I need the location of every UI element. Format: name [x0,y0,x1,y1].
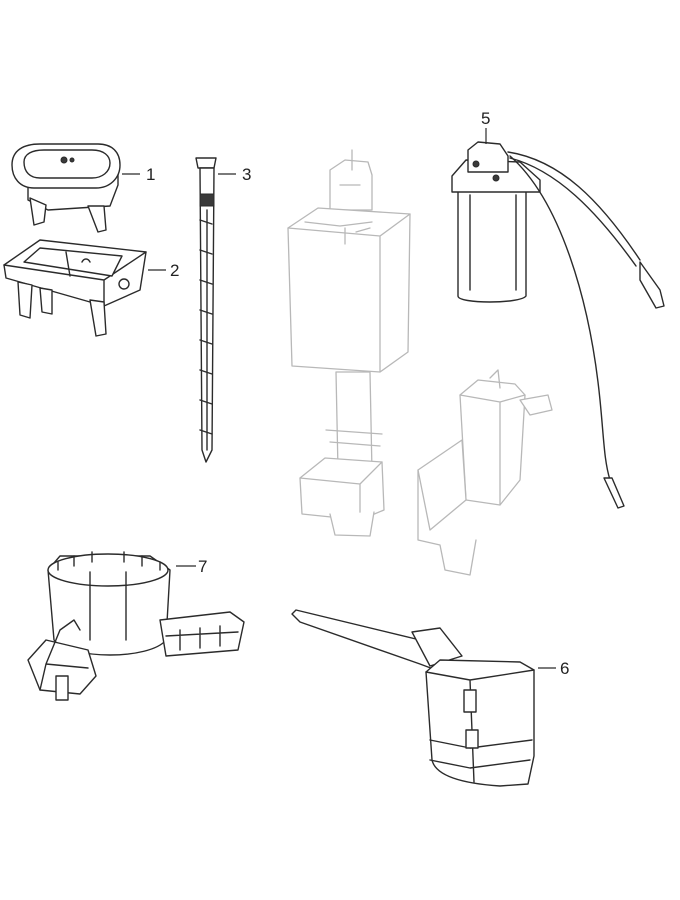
callout-1: 1 [146,165,155,184]
callout-5: 5 [481,109,490,128]
part-2-flush-plate [3,239,166,337]
callout-2: 2 [170,261,179,280]
part-6-cup-with-arm [291,609,556,787]
fill-valve-context [287,149,411,537]
part-7-float-cage [27,551,245,701]
part-3-rod [195,157,236,463]
callout-6: 6 [560,659,569,678]
part-1-button-cap [11,143,140,233]
callout-7: 7 [198,557,207,576]
part-5-sensor-unit [451,128,665,509]
callout-3: 3 [242,165,251,184]
bracket-context [417,369,553,576]
